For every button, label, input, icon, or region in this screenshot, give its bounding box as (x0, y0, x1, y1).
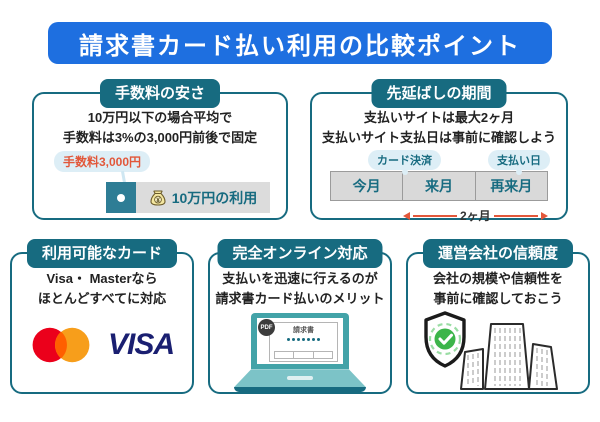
mastercard-logo (32, 328, 90, 363)
money-bag-icon: ¥ (150, 190, 166, 206)
card-fee-line1: 10万円以下の場合平均で (87, 110, 233, 125)
top-row: 手数料の安さ 10万円以下の場合平均で 手数料は3%の3,000円前後で固定 手… (0, 79, 600, 223)
card-trust-title: 運営会社の信頼度 (422, 239, 574, 268)
timeline-cell-month-after: 再来月 (475, 172, 547, 201)
card-available-line1: Visa・ Masterなら (46, 271, 158, 286)
fee-amount-bubble: 手数料3,000円 (54, 151, 151, 173)
card-online-line1: 支払いを迅速に行えるのが (222, 271, 378, 286)
fee-bar: ¥ 10万円の利用 (106, 182, 270, 214)
card-logos: VISA (12, 325, 192, 365)
buildings-icon (460, 323, 558, 391)
usage-segment: ¥ 10万円の利用 (136, 182, 270, 214)
arrow-left-icon (402, 211, 410, 220)
card-fee: 手数料の安さ 10万円以下の場合平均で 手数料は3%の3,000円前後で固定 手… (32, 79, 288, 220)
card-online: 完全オンライン対応 支払いを迅速に行えるのが 請求書カード払いのメリット PDF… (208, 239, 392, 394)
card-fee-line2: 手数料は3%の3,000円前後で固定 (62, 130, 258, 146)
laptop-illustration: PDF 請求書 (210, 313, 390, 393)
arrow-right-icon (541, 211, 548, 220)
pdf-badge: PDF (258, 319, 275, 337)
card-trust-line2: 事前に確認しておこう (433, 291, 563, 307)
laptop-front-edge (234, 387, 366, 393)
card-trust: 運営会社の信頼度 会社の規模や信頼性を 事前に確認しておこう (406, 239, 590, 394)
timeline-markers: カード決済 支払い日 (330, 150, 550, 171)
page-title: 請求書カード払い利用の比較ポイント (48, 22, 552, 64)
card-online-title: 完全オンライン対応 (217, 239, 383, 268)
masked-digits (270, 338, 337, 342)
laptop-screen: PDF 請求書 (251, 313, 349, 370)
shield-check-icon (424, 311, 466, 368)
payment-day-marker: 支払い日 (488, 150, 550, 171)
card-available-cards: 利用可能なカード Visa・ Masterなら ほとんどすべてに対応 VISA (10, 239, 194, 394)
card-online-line2: 請求書カード払いのメリット (215, 291, 385, 307)
invoice-document: 請求書 (269, 322, 338, 363)
timeline-cell-this-month: 今月 (331, 172, 403, 201)
card-defer-line2: 支払いサイト支払日は事前に確認しよう (321, 130, 556, 146)
svg-text:¥: ¥ (156, 197, 160, 204)
timeline-cell-next-month: 来月 (403, 172, 475, 201)
card-defer-line1: 支払いサイトは最大2ヶ月 (363, 110, 515, 125)
fee-dot (117, 193, 125, 202)
card-trust-line1: 会社の規模や信頼性を (432, 271, 563, 286)
laptop-base (234, 369, 366, 388)
duration-arrow: 2ヶ月 (402, 207, 548, 224)
card-available-text: Visa・ Masterなら ほとんどすべてに対応 (12, 269, 192, 309)
trust-illustration (408, 310, 588, 391)
card-fee-text: 10万円以下の場合平均で 手数料は3%の3,000円前後で固定 (34, 108, 286, 148)
card-available-title: 利用可能なカード (26, 239, 178, 268)
arrow-line (493, 214, 538, 217)
fee-diagram: 手数料3,000円 ¥ 10万円の利用 (54, 151, 270, 214)
invoice-table (274, 351, 333, 360)
card-online-text: 支払いを迅速に行えるのが 請求書カード払いのメリット (210, 269, 390, 309)
card-defer-title: 先延ばしの期間 (371, 79, 507, 108)
card-defer-text: 支払いサイトは最大2ヶ月 支払いサイト支払日は事前に確認しよう (312, 108, 566, 148)
arrow-line (412, 214, 457, 217)
card-defer: 先延ばしの期間 支払いサイトは最大2ヶ月 支払いサイト支払日は事前に確認しよう … (310, 79, 568, 223)
card-available-line2: ほとんどすべてに対応 (37, 291, 167, 307)
bottom-row: 利用可能なカード Visa・ Masterなら ほとんどすべてに対応 VISA … (0, 239, 600, 394)
invoice-label: 請求書 (293, 327, 314, 335)
shield-and-buildings (424, 311, 558, 391)
visa-logo: VISA (107, 328, 175, 362)
card-trust-text: 会社の規模や信頼性を 事前に確認しておこう (408, 269, 588, 309)
card-payment-marker: カード決済 (368, 150, 441, 171)
duration-label: 2ヶ月 (459, 209, 491, 224)
laptop-display: PDF 請求書 (257, 318, 343, 365)
usage-label: 10万円の利用 (171, 189, 258, 206)
defer-diagram: カード決済 支払い日 今月 来月 再来月 2ヶ月 (330, 150, 550, 224)
timeline: 今月 来月 再来月 (330, 171, 548, 202)
fee-segment (106, 182, 136, 214)
card-fee-title: 手数料の安さ (99, 79, 221, 108)
